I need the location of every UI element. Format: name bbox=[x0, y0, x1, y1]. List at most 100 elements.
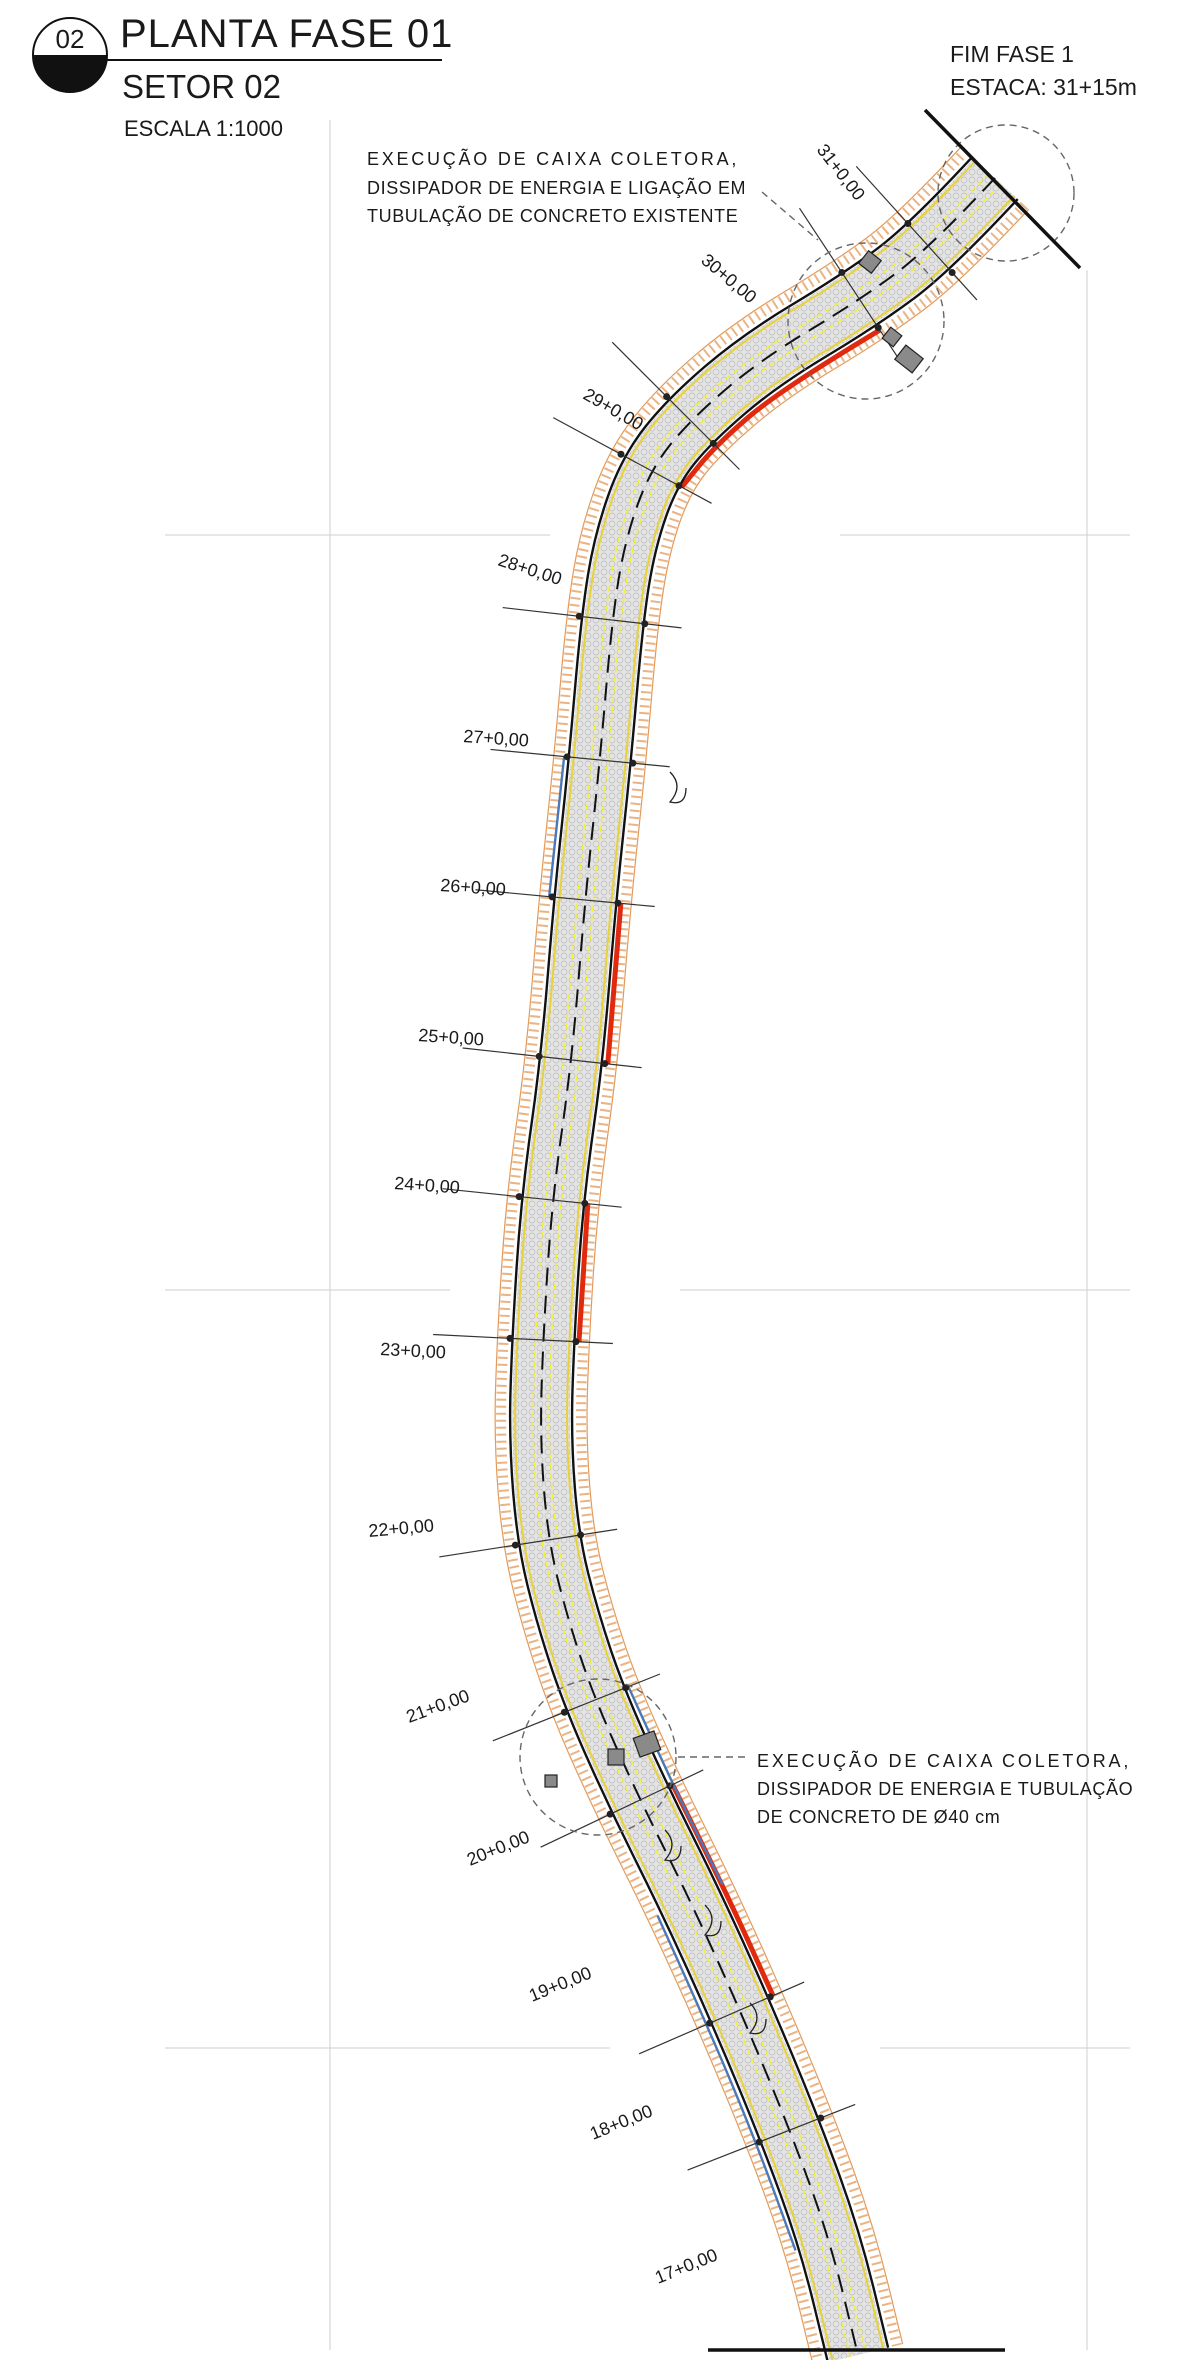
survey-point bbox=[874, 324, 882, 332]
phase-end-line bbox=[923, 108, 1082, 270]
station-lines bbox=[433, 165, 978, 2171]
survey-point bbox=[629, 759, 637, 767]
end-marker-line1: FIM FASE 1 bbox=[950, 41, 1074, 67]
survey-point bbox=[838, 268, 846, 276]
station-tick-line bbox=[439, 1528, 618, 1558]
survey-point bbox=[614, 899, 622, 907]
collector-box-icon bbox=[857, 249, 883, 275]
station-tick-line bbox=[552, 417, 712, 504]
slope-outline-left bbox=[586, 208, 1030, 2345]
drain-red-upper bbox=[679, 327, 882, 489]
page-title: PLANTA FASE 01 bbox=[120, 12, 453, 56]
drain-blue-mid bbox=[547, 756, 566, 897]
end-marker-line2: ESTACA: 31+15m bbox=[950, 74, 1137, 100]
survey-point bbox=[948, 268, 956, 276]
dissipator-icon bbox=[632, 1730, 662, 1758]
survey-point bbox=[575, 612, 583, 620]
survey-point bbox=[617, 450, 625, 458]
station-tick-line bbox=[442, 1188, 622, 1208]
station-label: 29+0,00 bbox=[580, 384, 647, 434]
road-surface bbox=[512, 158, 1017, 2360]
survey-point bbox=[548, 893, 556, 901]
station-label: 23+0,00 bbox=[380, 1339, 447, 1362]
survey-point bbox=[535, 1052, 543, 1060]
survey-point bbox=[675, 482, 683, 490]
survey-point bbox=[506, 1334, 514, 1342]
drain-red-mid bbox=[605, 903, 624, 1065]
lane-line-right bbox=[532, 172, 990, 2358]
station-tick-line bbox=[687, 2103, 856, 2171]
station-label: 30+0,00 bbox=[697, 250, 760, 307]
survey-point bbox=[755, 2138, 763, 2146]
survey-point bbox=[706, 2019, 714, 2027]
curb-line-left bbox=[566, 195, 1015, 2350]
curb-line-right bbox=[514, 159, 977, 2360]
station-label: 19+0,00 bbox=[526, 1963, 594, 2006]
survey-point bbox=[622, 1684, 630, 1692]
station-labels: 31+0,00 30+0,00 29+0,00 28+0,00 27+0,00 … bbox=[368, 140, 869, 2288]
sheet-grid bbox=[165, 120, 1130, 2350]
station-tick-line bbox=[433, 1333, 613, 1345]
note-bottom: EXECUÇÃO DE CAIXA COLETORA, DISSIPADOR D… bbox=[757, 1750, 1133, 1827]
station-label: 18+0,00 bbox=[587, 2101, 655, 2144]
drainage-boxes bbox=[544, 249, 925, 1788]
drainage-lines bbox=[547, 327, 882, 2251]
collector-box-icon bbox=[607, 1748, 625, 1766]
survey-point bbox=[663, 393, 671, 401]
page-subtitle: SETOR 02 bbox=[122, 68, 281, 105]
station-label: 24+0,00 bbox=[394, 1173, 461, 1198]
collector-box-icon bbox=[544, 1774, 558, 1788]
north-triangle-icon bbox=[40, 58, 100, 92]
station-label: 17+0,00 bbox=[652, 2245, 720, 2288]
title-block: 02 PLANTA FASE 01 SETOR 02 ESCALA 1:1000 bbox=[32, 12, 453, 141]
drain-blue-lower bbox=[627, 1686, 724, 1886]
end-marker: FIM FASE 1 ESTACA: 31+15m bbox=[950, 41, 1137, 100]
survey-point bbox=[601, 1060, 609, 1068]
survey-point bbox=[563, 753, 571, 761]
station-tick-line bbox=[611, 341, 740, 470]
survey-point bbox=[904, 220, 912, 228]
note-bottom-line: DISSIPADOR DE ENERGIA E TUBULAÇÃO bbox=[757, 1778, 1133, 1799]
survey-point bbox=[766, 1993, 774, 2001]
edge-line-left bbox=[570, 198, 1019, 2348]
survey-point bbox=[606, 1810, 614, 1818]
survey-point bbox=[577, 1531, 585, 1539]
survey-point bbox=[515, 1193, 523, 1201]
station-label: 21+0,00 bbox=[404, 1686, 472, 1727]
survey-point bbox=[709, 439, 717, 447]
station-tick-line bbox=[492, 1673, 661, 1742]
slope-outline-right bbox=[494, 146, 962, 2360]
station-label: 25+0,00 bbox=[418, 1025, 485, 1050]
station-tick-line bbox=[490, 748, 670, 768]
note-bottom-line: DE CONCRETO DE Ø40 cm bbox=[757, 1807, 1000, 1827]
station-tick-line bbox=[638, 1981, 805, 2055]
station-label: 20+0,00 bbox=[464, 1827, 532, 1870]
note-top-line: TUBULAÇÃO DE CONCRETO EXISTENTE bbox=[367, 205, 738, 226]
note-top-line: DISSIPADOR DE ENERGIA E LIGAÇÃO EM bbox=[367, 177, 746, 198]
survey-point bbox=[560, 1708, 568, 1716]
survey-point bbox=[817, 2114, 825, 2122]
survey-point bbox=[572, 1338, 580, 1346]
badge-number: 02 bbox=[56, 24, 85, 54]
station-label: 27+0,00 bbox=[463, 726, 530, 751]
station-label: 31+0,00 bbox=[813, 140, 869, 204]
scale-label: ESCALA 1:1000 bbox=[124, 116, 283, 141]
inlet-symbols bbox=[663, 771, 767, 2035]
survey-point bbox=[581, 1199, 589, 1207]
slope-hatch-left bbox=[576, 201, 1028, 2347]
survey-point bbox=[641, 620, 649, 628]
station-tick-line bbox=[798, 207, 900, 359]
station-tick-line bbox=[475, 889, 655, 908]
edge-line-right bbox=[508, 156, 974, 2360]
drain-red-lower bbox=[576, 1203, 591, 1342]
dissipator-icon bbox=[893, 344, 925, 374]
station-tick-line bbox=[540, 1769, 704, 1848]
note-top: EXECUÇÃO DE CAIXA COLETORA, DISSIPADOR D… bbox=[367, 148, 746, 226]
note-bottom-line: EXECUÇÃO DE CAIXA COLETORA, bbox=[757, 1750, 1129, 1771]
detail-callouts bbox=[519, 124, 1075, 1836]
collector-box-icon bbox=[881, 326, 903, 348]
station-label: 22+0,00 bbox=[368, 1515, 435, 1541]
drain-blue-bottom bbox=[656, 1914, 797, 2251]
station-tick-line bbox=[502, 606, 682, 629]
